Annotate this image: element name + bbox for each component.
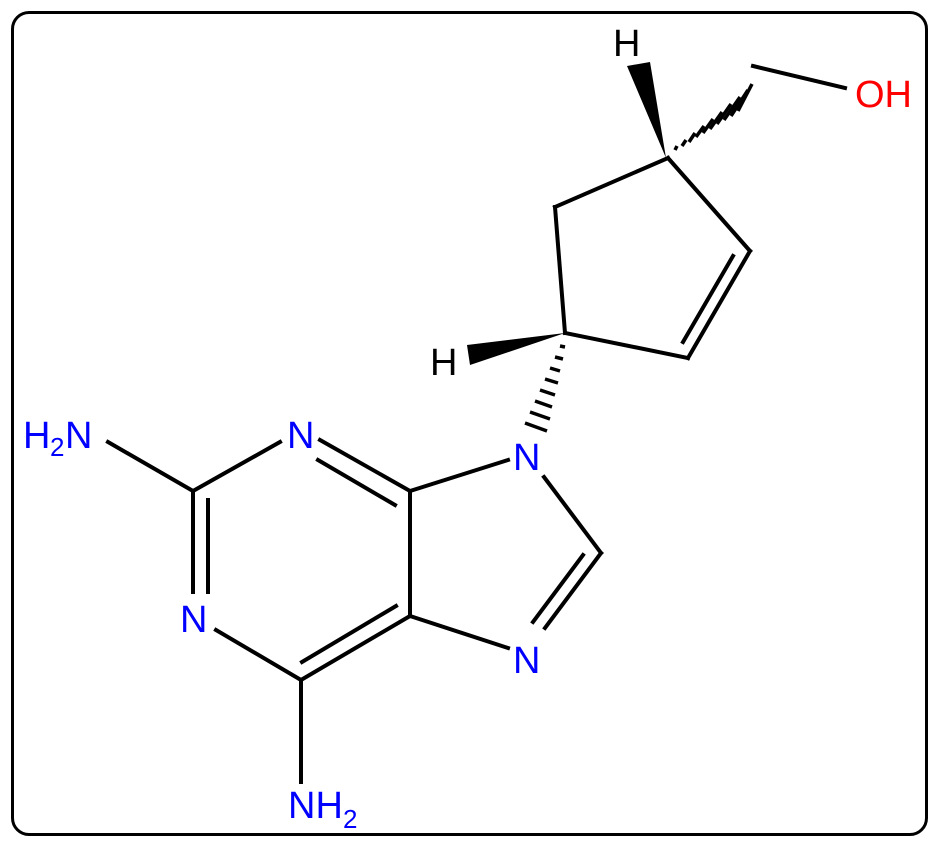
svg-text:2: 2 — [50, 432, 64, 462]
pyrimidine-ring — [105, 437, 413, 784]
stereocenter-top — [627, 62, 848, 158]
atom-label-n9: N — [513, 437, 540, 479]
stereocenter-mid — [467, 333, 566, 433]
amino-group-bottom: NH 2 — [288, 785, 357, 834]
atom-label-oh: OH — [855, 74, 912, 116]
svg-text:NH: NH — [288, 785, 343, 827]
wedge-bond-h-top — [627, 62, 666, 158]
wedge-bond-h-mid — [467, 333, 565, 365]
hash-bond-n9 — [524, 344, 566, 433]
hash-bond-ch2 — [673, 83, 754, 151]
amino-group-left: H 2 N — [23, 415, 92, 462]
imidazole-ring — [407, 457, 604, 651]
diagram-frame — [11, 11, 928, 836]
cyclopentene-ring — [552, 155, 753, 361]
atom-label-n1: N — [180, 599, 207, 641]
atom-label-n3: N — [287, 415, 314, 457]
atom-label-n7: N — [513, 640, 540, 682]
svg-text:N: N — [65, 415, 92, 457]
svg-text:H: H — [23, 415, 50, 457]
atom-label-h-mid: H — [430, 342, 457, 384]
svg-text:2: 2 — [343, 804, 357, 834]
atom-label-h-top: H — [613, 23, 640, 65]
